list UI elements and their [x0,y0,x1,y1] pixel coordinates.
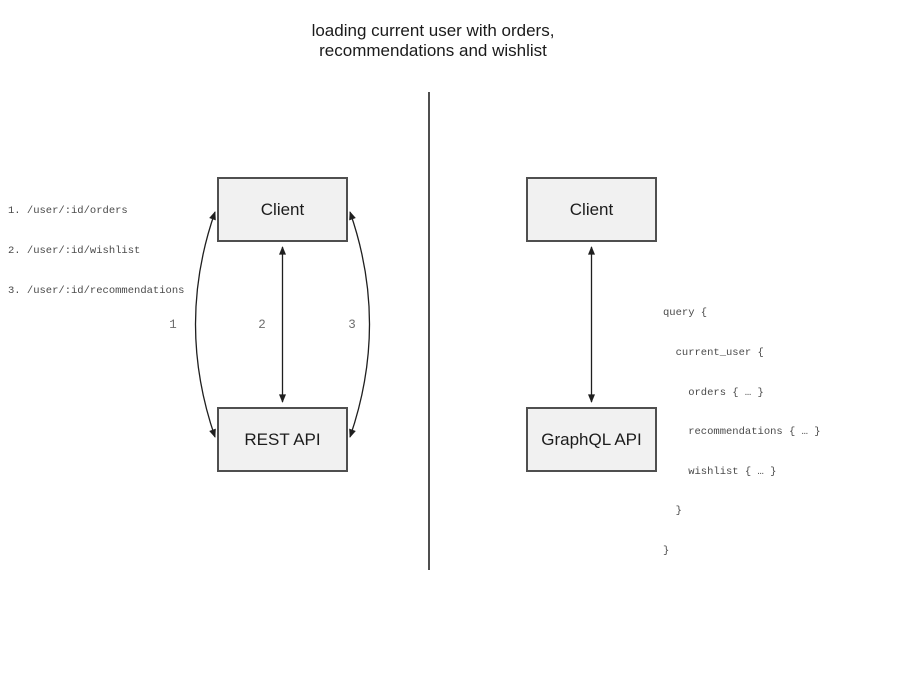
endpoint-item: 1. /user/:id/orders [8,205,128,218]
query-line: orders { … } [663,386,764,399]
rest-client-label: Client [260,199,305,219]
query-line: current_user { [663,347,764,360]
query-line: } [663,545,670,558]
graphql-api-label: GraphQL API [541,429,642,449]
graphql-api-box: GraphQL API [526,407,657,472]
graphql-query-block: query { current_user { orders { … } reco… [663,281,821,585]
arrow-label-3: 3 [348,318,356,332]
graphql-client-box: Client [526,177,657,242]
title-line-2: recommendations and wishlist [319,41,547,60]
rest-api-label: REST API [244,429,321,449]
rest-endpoints-list: 1. /user/:id/orders 2. /user/:id/wishlis… [8,179,184,324]
arrow-label-1: 1 [169,318,177,332]
rest-api-box: REST API [217,407,348,472]
arrow-label-2: 2 [258,318,266,332]
title-line-1: loading current user with orders, [311,21,555,40]
diagram-title: loading current user with orders, recomm… [0,21,866,61]
rest-client-box: Client [217,177,348,242]
endpoint-item: 2. /user/:id/wishlist [8,245,141,258]
query-line: query { [663,307,708,320]
query-line: recommendations { … } [663,426,821,439]
rest-arrow-1-curve [194,211,216,438]
graphql-client-label: Client [569,199,614,219]
endpoint-item: 3. /user/:id/recommendations [8,284,185,297]
rest-arrow-3-curve [349,211,371,438]
query-line: } [663,505,682,518]
query-line: wishlist { … } [663,465,777,478]
